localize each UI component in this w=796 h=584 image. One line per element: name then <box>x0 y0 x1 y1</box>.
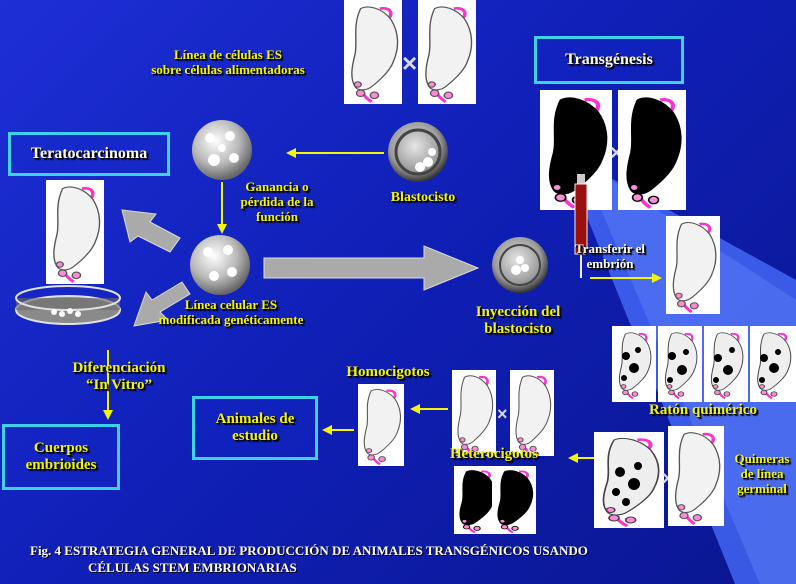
mouse-hetero-right <box>510 370 554 456</box>
mouse-black-bottom-right <box>492 466 536 534</box>
label-gain-loss-function: Ganancia o pérdida de la función <box>240 179 314 224</box>
mouse-white-top-right <box>418 0 476 104</box>
label-feeder-cells: Línea de células ES sobre células alimen… <box>151 47 305 77</box>
mouse-white-top-left <box>344 0 402 104</box>
syringe-icon <box>574 174 588 278</box>
mouse-hetero-left <box>452 370 496 456</box>
box-transgenesis: Transgénesis <box>534 36 684 84</box>
cross-symbol-germline: × <box>662 468 674 491</box>
label-in-vitro-differentiation: Diferenciación “In Vitro” <box>72 360 166 394</box>
label-blastocyst: Blastocisto <box>390 190 456 205</box>
mouse-recipient <box>666 216 720 314</box>
label-homozygotes: Homocigotos <box>346 364 430 380</box>
big-arrow-dish <box>133 281 191 327</box>
chimeric-mice-row <box>612 326 796 402</box>
label-transfer-embryo: Transferir el embrión <box>575 241 645 271</box>
mouse-chimera-spotted <box>594 432 664 528</box>
cross-symbol-top: × <box>402 48 418 78</box>
mouse-homozygote <box>358 384 404 466</box>
cross-symbol-hetero: × <box>497 404 508 424</box>
mouse-tumor <box>46 180 104 284</box>
es-modified-cell <box>190 235 250 295</box>
label-germline-chimeras: Quimeras de línea germinal <box>734 451 790 496</box>
box-embryoid-bodies: Cuerpos embrioides <box>2 424 120 490</box>
mouse-black-right <box>618 90 686 210</box>
big-arrow-teratocarcinoma <box>121 209 181 253</box>
label-heterozygotes: Heterocigotos <box>449 446 539 462</box>
label-chimeric-mouse: Ratón quimérico <box>649 402 757 418</box>
mouse-black-bottom-left <box>454 466 498 534</box>
box-study-animals: Animales de estudio <box>192 396 318 460</box>
caption-line-1: Fig. 4 ESTRATEGIA GENERAL DE PRODUCCIÓN … <box>30 543 588 558</box>
big-arrow-injection <box>263 245 480 291</box>
box-teratocarcinoma: Teratocarcinoma <box>8 132 170 176</box>
label-modified-es-line: Línea celular ES modificada genéticament… <box>158 297 304 327</box>
caption-line-2: CÉLULAS STEM EMBRIONARIAS <box>88 559 297 575</box>
figure-caption: Fig. 4 ESTRATEGIA GENERAL DE PRODUCCIÓN … <box>30 543 588 577</box>
label-blastocyst-injection: Inyección del blastocisto <box>475 304 561 338</box>
mouse-germline-white <box>668 426 724 526</box>
